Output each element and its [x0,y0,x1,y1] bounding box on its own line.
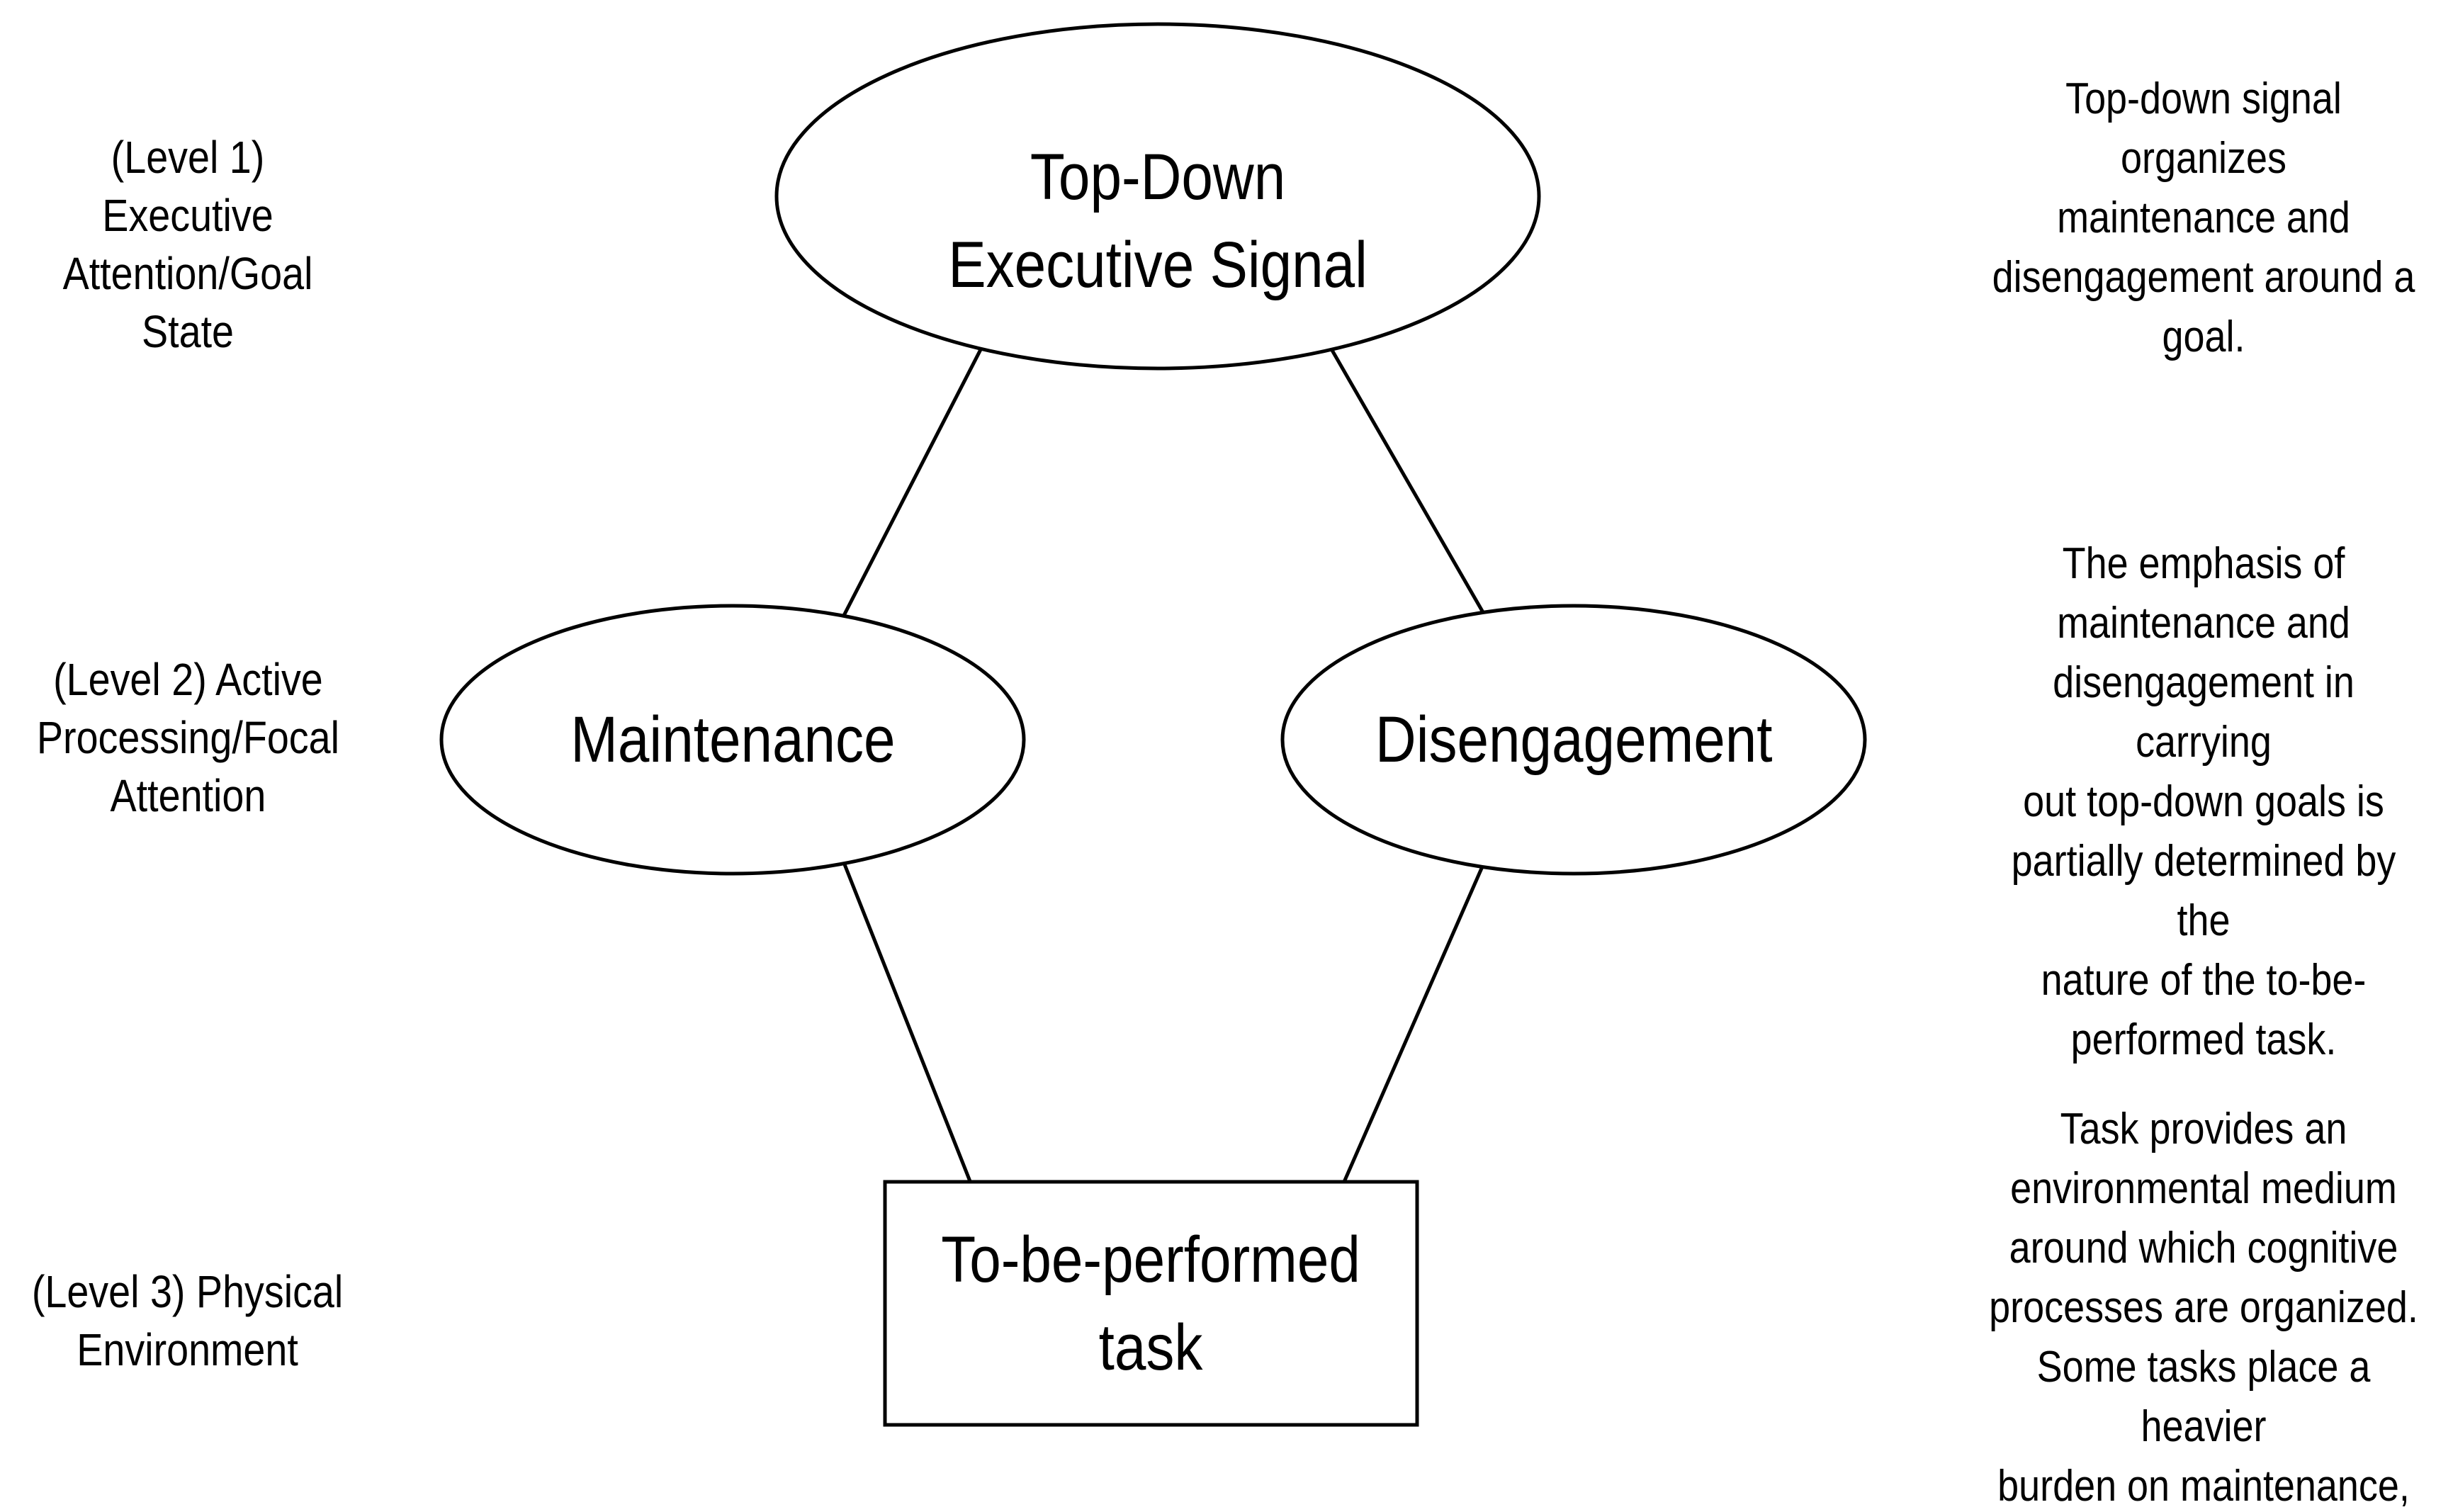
node-to-be-performed-task: To-be-performed task [885,1182,1417,1425]
annotation-task-medium-text: Task provides an environmental medium ar… [1989,1105,2418,1511]
level-1-label-text: (Level 1) Executive Attention/Goal State [62,132,313,357]
annotation-goal-text: Top-down signal organizes maintenance an… [1992,74,2415,361]
level-3-label: (Level 3) Physical Environment [0,1263,376,1379]
node-disengagement: Disengagement [1282,606,1865,874]
annotation-task-medium: Task provides an environmental medium ar… [1956,1100,2452,1512]
node-top-executive-signal-text: Top-Down Executive Signal [948,141,1368,301]
node-maintenance-text: Maintenance [570,704,896,776]
level-2-label: (Level 2) Active Processing/Focal Attent… [0,650,376,825]
top-executive-signal-ellipse [774,22,1541,371]
to-be-performed-task-rect [883,1180,1419,1427]
maintenance-ellipse [439,604,1026,876]
node-to-be-performed-task-text: To-be-performed task [941,1223,1361,1384]
annotation-emphasis: The emphasis of maintenance and disengag… [1956,534,2452,1070]
node-maintenance: Maintenance [441,606,1024,874]
annotation-goal: Top-down signal organizes maintenance an… [1956,69,2452,367]
disengagement-ellipse [1280,604,1867,876]
edge-top-to-maintenance [834,332,991,632]
level-2-label-text: (Level 2) Active Processing/Focal Attent… [36,654,339,821]
edge-maintenance-to-task [841,860,981,1205]
node-disengagement-text: Disengagement [1375,704,1773,776]
edge-disengagement-to-task [1332,852,1490,1206]
edge-top-to-disengagement [1320,332,1494,628]
node-top-executive-signal: Top-Down Executive Signal [777,24,1539,368]
level-1-label: (Level 1) Executive Attention/Goal State [0,128,376,361]
annotation-emphasis-text: The emphasis of maintenance and disengag… [2011,539,2396,1064]
level-3-label-text: (Level 3) Physical Environment [32,1266,344,1375]
